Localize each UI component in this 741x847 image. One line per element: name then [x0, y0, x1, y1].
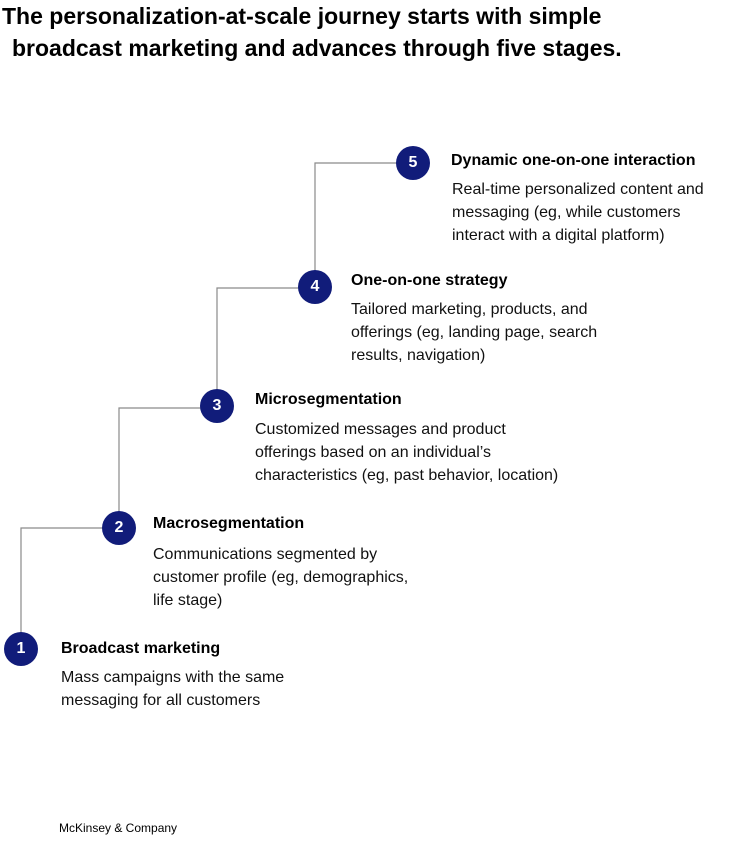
stage-1-desc-line: messaging for all customers — [61, 692, 261, 709]
stage-2-description: Communications segmented by customer pro… — [153, 543, 408, 612]
stage-5-desc-line: Real-time personalized content and — [452, 181, 704, 198]
connector-3-4 — [216, 287, 314, 406]
stage-4-desc-line: offerings (eg, landing page, search — [351, 324, 598, 341]
connector-1-2 — [20, 527, 118, 649]
stage-3-desc-line: offerings based on an individual’s — [255, 444, 492, 461]
stage-5-desc-line: interact with a digital platform) — [452, 227, 665, 244]
stage-2-desc-line: customer profile (eg, demographics, — [153, 569, 409, 586]
stage-1-badge: 1 — [4, 632, 38, 666]
stage-2-desc-line: life stage) — [153, 592, 223, 609]
stage-5-description: Real-time personalized content and messa… — [452, 178, 704, 247]
stage-1-desc-line: Mass campaigns with the same — [61, 669, 285, 686]
stage-3-badge: 3 — [200, 389, 234, 423]
title-line-2: broadcast marketing and advances through… — [12, 35, 622, 61]
page-title: The personalization-at-scale journey sta… — [0, 0, 741, 64]
stage-3-desc-line: characteristics (eg, past behavior, loca… — [255, 467, 559, 484]
stage-3-title: Microsegmentation — [255, 391, 402, 408]
stage-2-badge: 2 — [102, 511, 136, 545]
stage-2-title: Macrosegmentation — [153, 515, 305, 532]
stage-4-description: Tailored marketing, products, and offeri… — [351, 298, 597, 367]
connector-4-5 — [314, 162, 412, 287]
connector-2-3 — [118, 407, 216, 528]
stage-5-title: Dynamic one-on-one interaction — [451, 152, 696, 169]
stage-1-title: Broadcast marketing — [61, 640, 221, 657]
stage-5-desc-line: messaging (eg, while customers — [452, 204, 681, 221]
stage-4-title: One-on-one strategy — [351, 272, 508, 289]
stage-4-badge: 4 — [298, 270, 332, 304]
stage-2-desc-line: Communications segmented by — [153, 546, 378, 563]
source-credit: McKinsey & Company — [59, 821, 178, 835]
title-line-1: The personalization-at-scale journey sta… — [2, 3, 602, 29]
stage-3-description: Customized messages and product offering… — [255, 418, 558, 487]
stage-5-badge: 5 — [396, 146, 430, 180]
stage-3-desc-line: Customized messages and product — [255, 421, 506, 438]
stage-4-desc-line: results, navigation) — [351, 347, 486, 364]
stage-1-description: Mass campaigns with the same messaging f… — [61, 666, 284, 712]
stage-4-desc-line: Tailored marketing, products, and — [351, 301, 588, 318]
